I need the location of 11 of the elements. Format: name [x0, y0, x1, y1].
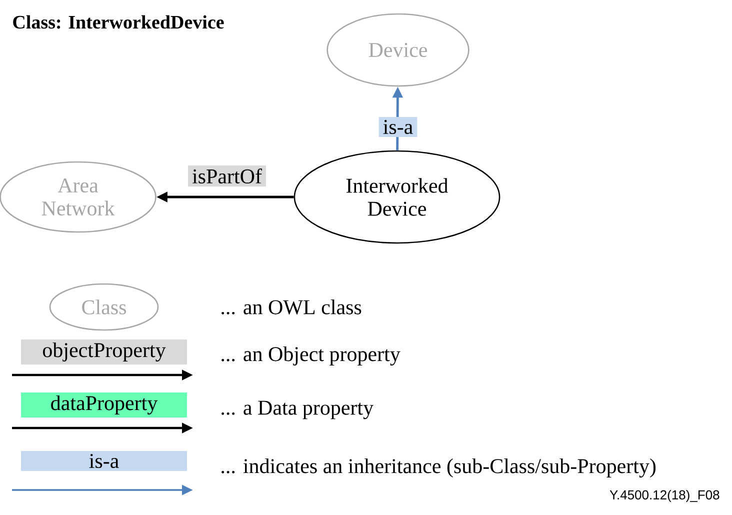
edge-label: isPartOf — [188, 166, 266, 186]
property-label: dataProperty — [21, 392, 187, 418]
legend-text: ... a Data property — [222, 400, 374, 420]
legend-text: ... an Object property — [222, 346, 400, 366]
figure-number: Y.4500.12(18)_F08 — [610, 490, 720, 502]
edge-label: is-a — [378, 116, 418, 138]
legend-text: ... an OWL class — [222, 300, 362, 314]
property-label: objectProperty — [21, 339, 187, 365]
legend-text: ... indicates an inheritance (sub-Class/sub-Property) — [222, 458, 656, 478]
title: Class: InterworkedDevice — [13, 15, 224, 29]
property-label: is-a — [21, 450, 187, 472]
